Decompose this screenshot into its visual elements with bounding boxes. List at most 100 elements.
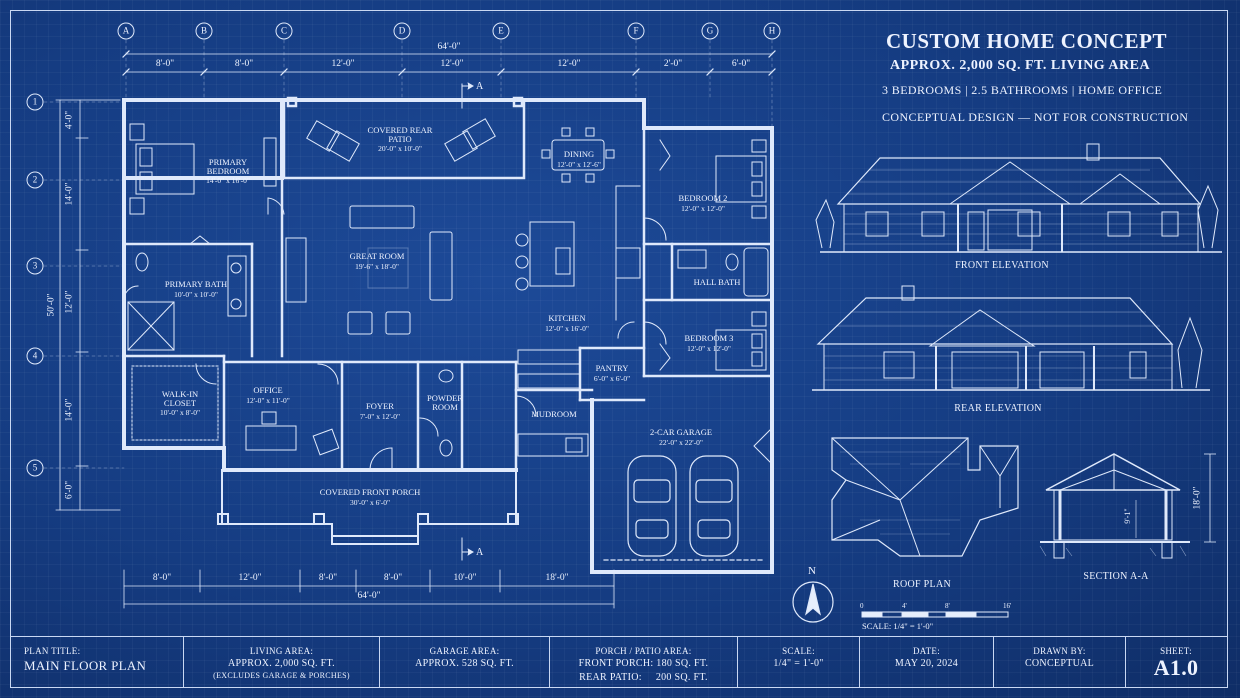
dim-top-seg: 12'-0" [440,59,464,69]
rear-patio-outline [282,96,526,180]
section-wall-dim: 9'-1" [1123,508,1132,524]
section-markers [461,82,474,561]
caption-roof-plan: ROOF PLAN [893,579,951,590]
grid-lines [43,39,773,469]
grid-label-e: E [498,25,504,36]
title-block-living-area: LIVING AREA: APPROX. 2,000 SQ. FT. (EXCL… [184,637,380,688]
dim-left-seg: 12'-0" [64,290,75,314]
dim-top-seg: 12'-0" [331,59,355,69]
primary-bed [129,123,277,215]
grid-label-1: 1 [32,96,38,107]
caption-rear-elevation: REAR ELEVATION [954,403,1042,414]
dim-left-seg: 14'-0" [64,182,75,206]
section-mark-top: A [476,81,484,92]
grid-bubbles [26,22,781,477]
project-area: APPROX. 2,000 SQ. FT. LIVING AREA [890,58,1151,73]
bedroom2-bed [715,139,767,219]
project-title: CUSTOM HOME CONCEPT [886,29,1167,53]
title-block-plan-title: PLAN TITLE: MAIN FLOOR PLAN [10,637,184,688]
title-block-garage-area: GARAGE AREA: APPROX. 528 SQ. FT. [380,637,550,688]
hall-bath-fixtures [677,247,769,297]
dim-top-seg: 12'-0" [557,59,581,69]
scale-tick-16: 16' [1003,602,1012,610]
scale-tick-8: 8' [945,602,950,610]
title-block-date: DATE: MAY 20, 2024 [860,637,994,688]
grid-label-h: H [768,25,776,36]
north-label: N [808,565,816,577]
dim-top-overall: 64'-0" [437,42,461,52]
grid-label-c: C [280,25,288,36]
powder-fixtures [438,369,454,457]
caption-section: SECTION A-A [1083,571,1149,582]
dim-top-seg: 8'-0" [234,59,254,69]
dim-left-seg: 6'-0" [64,480,75,500]
section-height-dim: 18'-0" [1192,486,1203,510]
grid-label-2: 2 [32,174,38,185]
great-room-furniture [285,205,453,335]
title-block-drawn-by: DRAWN BY: CONCEPTUAL [994,637,1126,688]
dim-bottom-overall: 64'-0" [357,591,381,601]
grid-label-4: 4 [32,350,38,361]
grid-label-3: 3 [32,260,38,271]
title-block-sheet: SHEET: A1.0 [1153,646,1199,681]
dim-bottom-seg: 8'-0" [152,573,172,583]
office-desk [245,411,340,456]
project-note: CONCEPTUAL DESIGN — NOT FOR CONSTRUCTION [882,110,1189,124]
scale-tick-0: 0 [860,602,864,610]
caption-front-elevation: FRONT ELEVATION [955,260,1049,271]
dim-left-seg: 4'-0" [64,110,75,130]
dim-top-seg: 6'-0" [731,59,751,69]
dim-bottom-seg: 8'-0" [383,573,403,583]
title-block: PLAN TITLE: MAIN FLOOR PLAN LIVING AREA:… [10,636,1228,688]
dim-bottom-seg: 12'-0" [238,573,262,583]
room-label-hall-bath: HALL BATH [693,277,741,287]
section-mark-bottom: A [476,547,484,558]
garage-cars [603,455,763,561]
rear-elevation-drawing [812,285,1210,391]
scale-tick-4: 4' [902,602,907,610]
grid-label-a: A [122,25,130,36]
kitchen-cabinets [515,185,641,457]
scale-bar-label: SCALE: 1/4" = 1'-0" [862,621,934,631]
roof-plan-drawing [831,437,1019,557]
front-elevation-drawing [815,143,1222,253]
grid-label-d: D [398,25,406,36]
grid-label-6: 5 [32,462,38,473]
dim-left-overall: 50'-0" [46,293,57,317]
grid-label-b: B [200,25,208,36]
left-dimension-lines [55,99,121,511]
primary-bath-fixtures [127,252,247,351]
grid-label-g: G [706,25,714,36]
title-block-porch-area: PORCH / PATIO AREA: FRONT PORCH: 180 SQ.… [550,637,738,688]
bottom-dimension-lines [123,569,615,609]
dim-top-seg: 8'-0" [155,59,175,69]
dim-top-seg: 2'-0" [663,59,683,69]
project-rooms: 3 BEDROOMS | 2.5 BATHROOMS | HOME OFFICE [882,83,1163,97]
dim-left-seg: 14'-0" [64,398,75,422]
patio-chairs [306,118,496,162]
scale-bar-graphic [861,611,1009,618]
door-swings [123,139,773,471]
bedroom3-bed [715,311,767,371]
front-porch-outline [217,469,519,545]
top-dimension-lines [122,50,776,76]
dining-table [541,127,615,183]
